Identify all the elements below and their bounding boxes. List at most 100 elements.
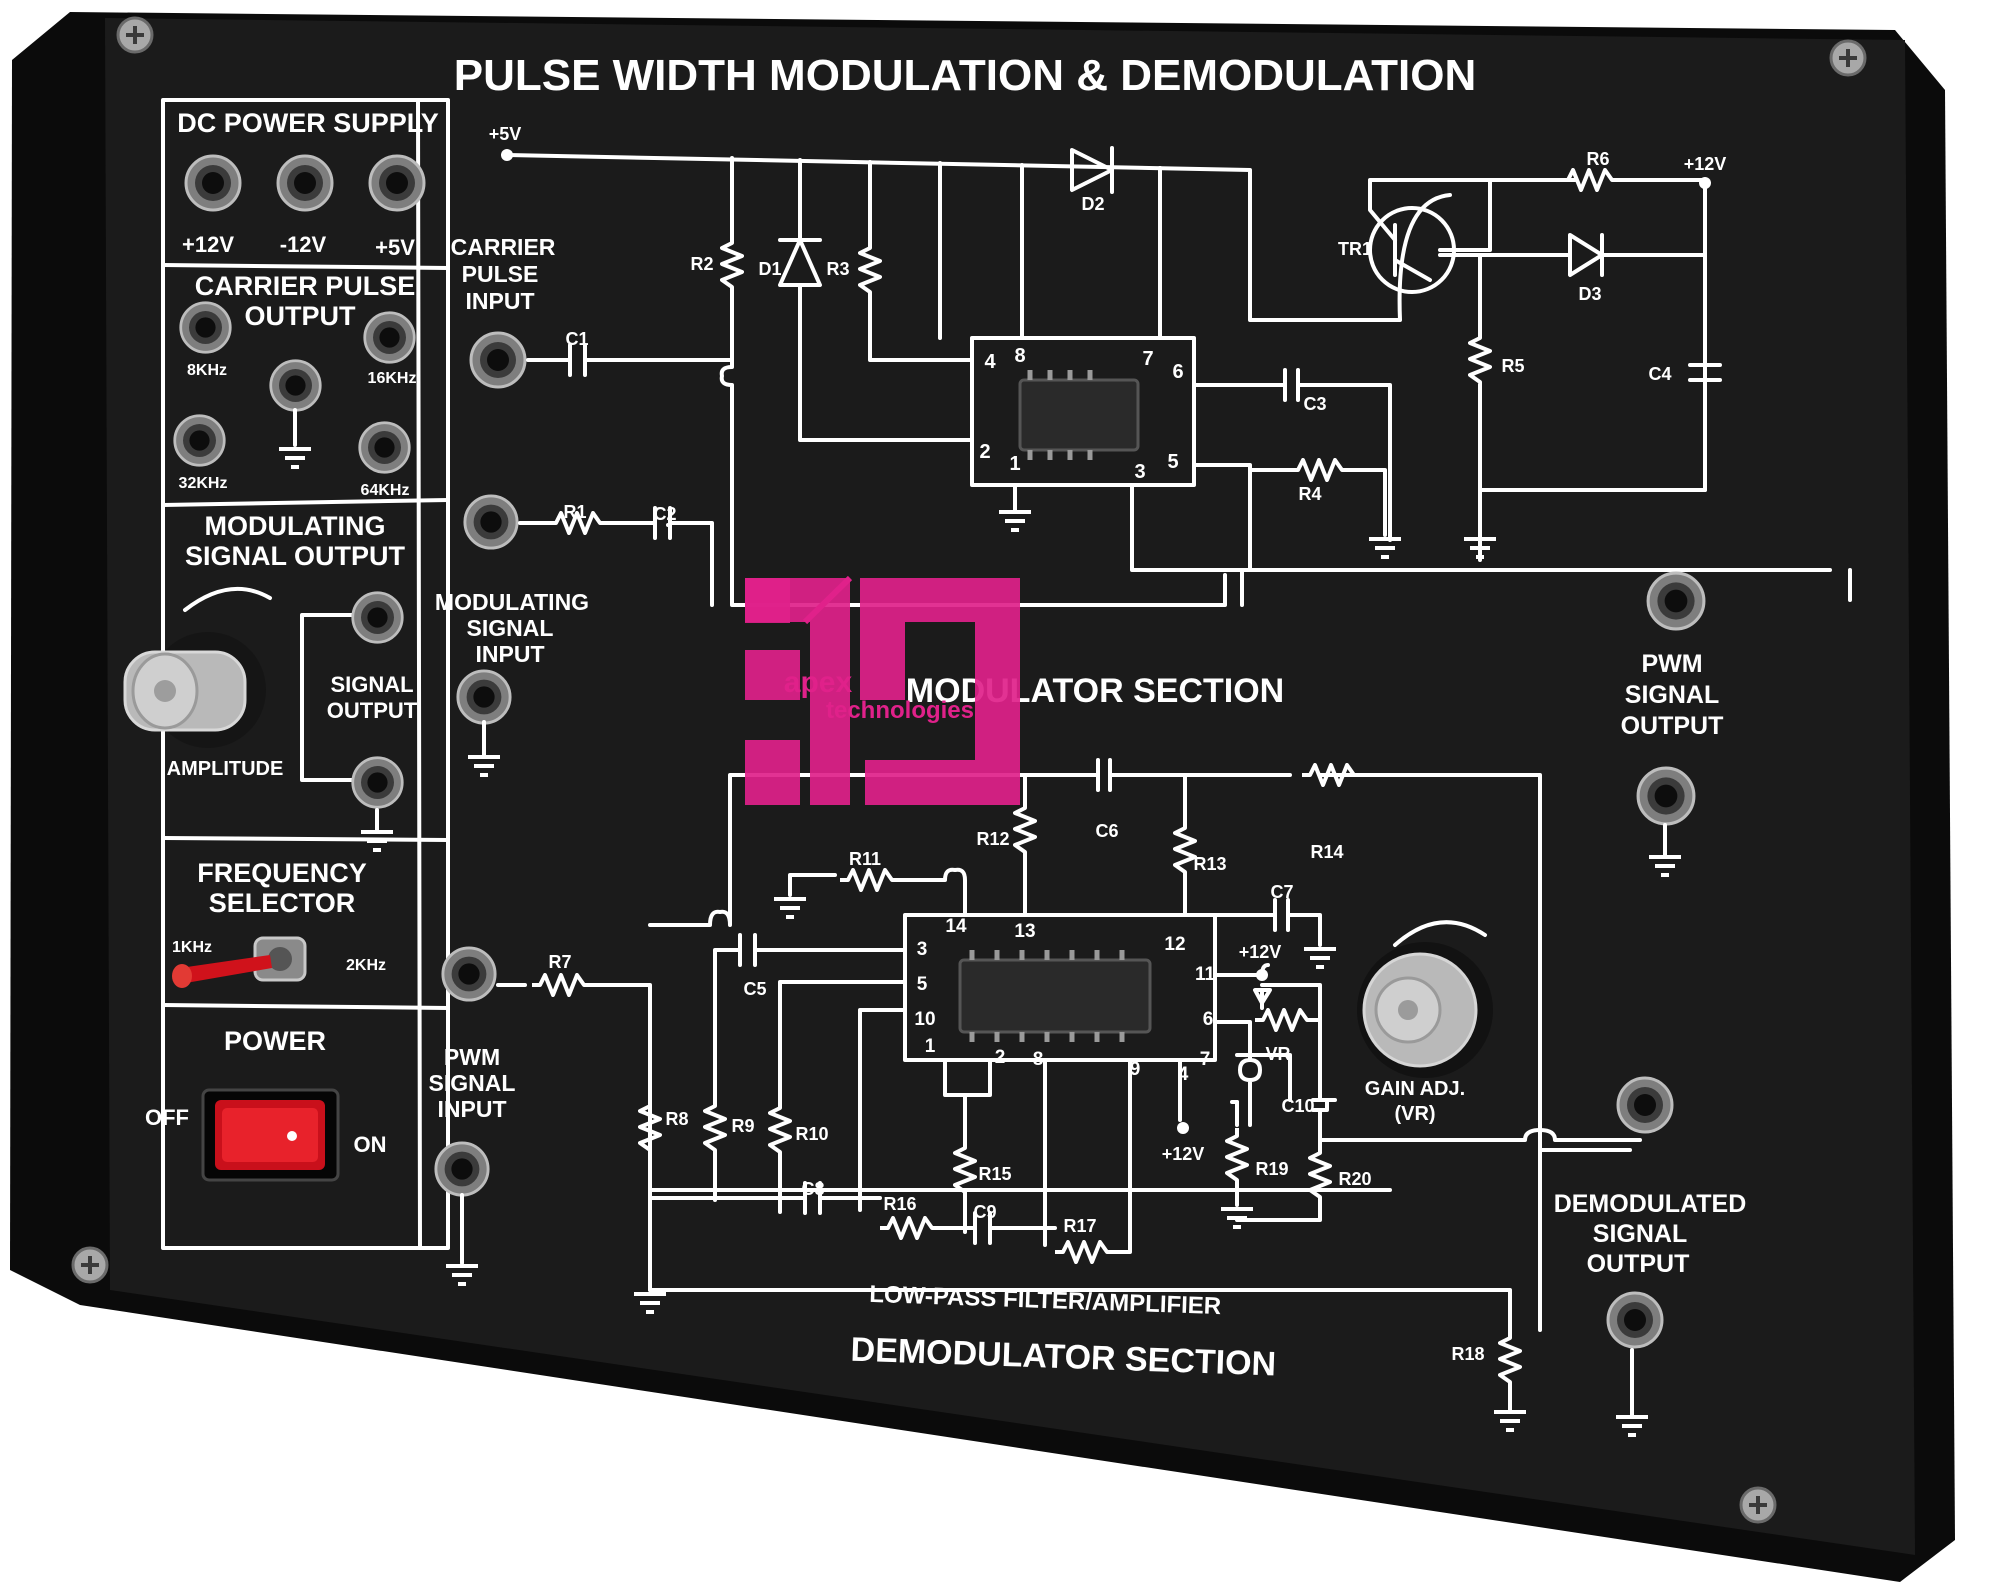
jack-carrier-gnd[interactable] bbox=[269, 359, 322, 412]
svg-text:VR: VR bbox=[1265, 1044, 1290, 1064]
modulator-schematic: +5V 8 7 4 6 2 1 3 5 bbox=[489, 124, 1852, 607]
label-64khz: 64KHz bbox=[361, 482, 410, 499]
jack-demodulated-output[interactable] bbox=[1616, 1076, 1674, 1134]
svg-text:C5: C5 bbox=[743, 979, 766, 999]
svg-text:C2: C2 bbox=[653, 504, 676, 524]
svg-text:4: 4 bbox=[1178, 1064, 1189, 1085]
jack-pwm-output-gnd[interactable] bbox=[1636, 766, 1696, 826]
svg-text:TR1: TR1 bbox=[1338, 239, 1372, 259]
label-minus12v: -12V bbox=[280, 232, 327, 257]
amplitude-arc-icon bbox=[183, 586, 272, 612]
demod-output-label-1: DEMODULATED bbox=[1554, 1190, 1747, 1218]
svg-text:R20: R20 bbox=[1338, 1169, 1371, 1189]
svg-text:C6: C6 bbox=[1095, 821, 1118, 841]
jack-pwm-input-gnd[interactable] bbox=[434, 1141, 490, 1197]
svg-text:6: 6 bbox=[1172, 361, 1183, 383]
demod-output-label-2: SIGNAL bbox=[1593, 1220, 1687, 1248]
svg-text:R8: R8 bbox=[665, 1109, 688, 1129]
jack-modulating-input-gnd[interactable] bbox=[456, 669, 512, 725]
jack-32khz[interactable] bbox=[173, 414, 226, 467]
svg-text:13: 13 bbox=[1014, 921, 1035, 942]
mod-input-label-2: SIGNAL bbox=[467, 615, 554, 641]
svg-text:6: 6 bbox=[1203, 1009, 1214, 1030]
jack-demod-output-gnd[interactable] bbox=[1606, 1291, 1664, 1349]
jack-plus12v[interactable] bbox=[184, 154, 242, 212]
jack-16khz[interactable] bbox=[363, 311, 416, 364]
svg-text:R14: R14 bbox=[1310, 842, 1343, 862]
logo-text-technologies: technologies bbox=[826, 697, 974, 724]
carrier-title-1: CARRIER PULSE bbox=[195, 271, 416, 301]
svg-text:R9: R9 bbox=[731, 1116, 754, 1136]
svg-text:3: 3 bbox=[917, 939, 928, 960]
power-off-label: OFF bbox=[145, 1105, 189, 1130]
screw-icon bbox=[71, 1246, 109, 1284]
label-32khz: 32KHz bbox=[179, 475, 228, 492]
power-on-label: ON bbox=[354, 1132, 387, 1157]
power-rocker-switch[interactable] bbox=[201, 1088, 340, 1182]
jack-modulating-in-top[interactable] bbox=[463, 494, 519, 550]
svg-text:7: 7 bbox=[1142, 348, 1153, 370]
svg-text:12: 12 bbox=[1164, 934, 1185, 955]
svg-text:C10: C10 bbox=[1281, 1096, 1314, 1116]
demodulator-schematic: 14 13 12 3 5 10 1 2 8 9 4 11 6 7 +12V bbox=[496, 758, 1642, 1432]
svg-text:2: 2 bbox=[979, 441, 990, 463]
amplitude-label: AMPLITUDE bbox=[167, 758, 284, 780]
svg-text:C9: C9 bbox=[973, 1202, 996, 1222]
svg-text:R18: R18 bbox=[1451, 1344, 1484, 1364]
pwm-output-label-2: SIGNAL bbox=[1625, 681, 1719, 709]
svg-text:R11: R11 bbox=[849, 849, 881, 869]
signal-output-label-2: OUTPUT bbox=[327, 698, 418, 723]
jack-signal-output[interactable] bbox=[351, 591, 404, 644]
svg-text:4: 4 bbox=[984, 351, 996, 373]
svg-text:R7: R7 bbox=[548, 952, 571, 972]
frequency-title-2: SELECTOR bbox=[209, 888, 356, 918]
svg-text:R13: R13 bbox=[1193, 854, 1226, 874]
svg-text:C1: C1 bbox=[565, 329, 588, 349]
jack-64khz[interactable] bbox=[358, 421, 411, 474]
jack-pwm-signal-input[interactable] bbox=[441, 946, 497, 1002]
jack-plus5v[interactable] bbox=[368, 154, 426, 212]
svg-text:R3: R3 bbox=[826, 259, 849, 279]
svg-text:2: 2 bbox=[995, 1047, 1006, 1068]
dc-power-title: DC POWER SUPPLY bbox=[177, 108, 439, 138]
jack-carrier-pulse-input[interactable] bbox=[469, 331, 527, 389]
svg-text:D1: D1 bbox=[758, 259, 781, 279]
screw-icon bbox=[1829, 39, 1867, 77]
screw-icon bbox=[1739, 1486, 1777, 1524]
carrier-title-2: OUTPUT bbox=[245, 301, 357, 331]
svg-text:3: 3 bbox=[1134, 461, 1145, 483]
jack-minus12v[interactable] bbox=[276, 154, 334, 212]
jack-signal-output-gnd[interactable] bbox=[351, 756, 404, 809]
svg-text:1: 1 bbox=[925, 1036, 936, 1057]
svg-text:R17: R17 bbox=[1063, 1216, 1096, 1236]
pwm-output-label-3: OUTPUT bbox=[1621, 712, 1724, 740]
gain-adj-knob[interactable] bbox=[1357, 942, 1493, 1078]
demod-output-label-3: OUTPUT bbox=[1587, 1250, 1690, 1278]
svg-text:8: 8 bbox=[1014, 345, 1025, 367]
svg-text:9: 9 bbox=[1130, 1059, 1141, 1080]
svg-text:5: 5 bbox=[1167, 451, 1178, 473]
frequency-toggle-switch[interactable] bbox=[172, 936, 307, 988]
svg-text:R6: R6 bbox=[1586, 149, 1609, 169]
gain-adj-label-2: (VR) bbox=[1394, 1103, 1435, 1125]
svg-text:R16: R16 bbox=[883, 1194, 916, 1214]
frequency-1khz-label: 1KHz bbox=[172, 939, 212, 956]
label-8khz: 8KHz bbox=[187, 362, 227, 379]
label-16khz: 16KHz bbox=[368, 370, 417, 387]
ic1-chip bbox=[1018, 370, 1140, 460]
modulator-section-label: MODULATOR SECTION bbox=[906, 672, 1284, 710]
pwm-input-label-1: PWM bbox=[444, 1044, 500, 1070]
label-plus5v-rail: +5V bbox=[489, 124, 522, 144]
apex-logo: apex technologies bbox=[745, 575, 1020, 805]
frequency-title-1: FREQUENCY bbox=[197, 858, 367, 888]
ic2-chip bbox=[958, 950, 1152, 1042]
svg-text:C8: C8 bbox=[801, 1179, 824, 1199]
mod-input-label-3: INPUT bbox=[476, 641, 545, 667]
jack-pwm-output-top[interactable] bbox=[1646, 571, 1706, 631]
svg-text:C3: C3 bbox=[1303, 394, 1326, 414]
pwm-input-label-3: INPUT bbox=[438, 1096, 507, 1122]
amplitude-knob[interactable] bbox=[123, 632, 266, 748]
jack-8khz[interactable] bbox=[179, 301, 232, 354]
svg-text:7: 7 bbox=[1200, 1049, 1211, 1070]
